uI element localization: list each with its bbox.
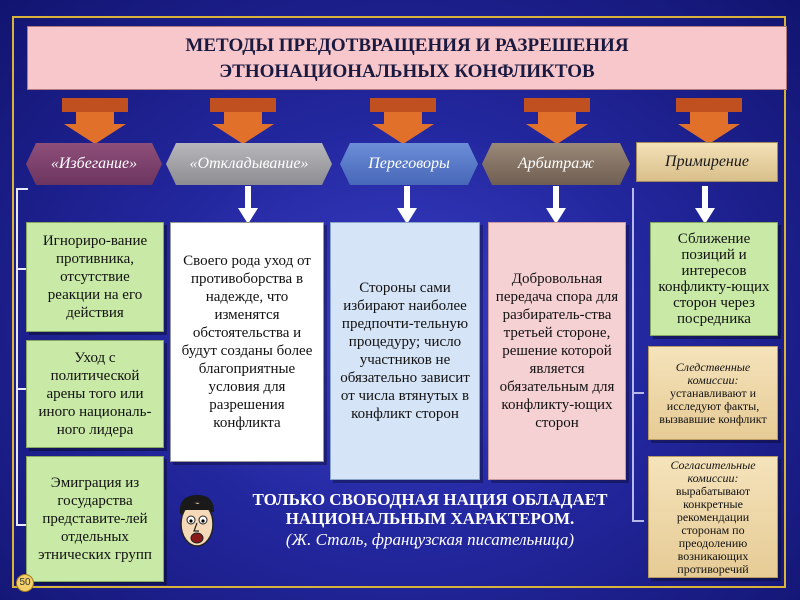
page-title: МЕТОДЫ ПРЕДОТВРАЩЕНИЯ И РАЗРЕШЕНИЯ ЭТНОН… [27, 26, 787, 90]
connector-line [16, 268, 26, 270]
title-line-1: МЕТОДЫ ПРЕДОТВРАЩЕНИЯ И РАЗРЕШЕНИЯ [185, 35, 629, 56]
connector-line [632, 520, 644, 522]
avoidance-emigration-box: Эмиграция из государства представите-лей… [26, 456, 164, 582]
page-number: 50 [16, 574, 34, 592]
down-arrow-icon [676, 98, 742, 144]
down-arrow-icon [210, 98, 276, 144]
conciliation-commissions-box: Согласительные комиссии: вырабатывают ко… [648, 456, 778, 578]
connector-line [632, 392, 644, 394]
investigative-commissions-box: Следственные комиссии: устанавливают и и… [648, 346, 778, 440]
down-arrow-icon [370, 98, 436, 144]
category-avoidance: «Избегание» [26, 143, 162, 185]
down-arrow-icon [695, 186, 715, 224]
down-arrow-icon [62, 98, 128, 144]
category-reconciliation: Примирение [636, 142, 778, 182]
down-arrow-icon [238, 186, 258, 224]
slide-frame [12, 16, 786, 588]
quote-text: ТОЛЬКО СВОБОДНАЯ НАЦИЯ ОБЛАДАЕТ НАЦИОНАЛ… [252, 490, 608, 528]
category-arbitration: Арбитраж [482, 143, 630, 185]
investigative-title: Следственные комиссии: [675, 359, 751, 387]
category-negotiation: Переговоры [340, 143, 478, 185]
negotiation-box: Стороны сами избирают наиболее предпочти… [330, 222, 480, 480]
conciliation-title: Согласительные комиссии: [670, 457, 756, 485]
down-arrow-icon [397, 186, 417, 224]
face-icon [179, 494, 214, 547]
connector-line [632, 188, 634, 522]
quote-author: (Ж. Сталь, французская писательница) [285, 530, 575, 549]
investigative-text: устанавливают и исследуют факты, вызвавш… [659, 385, 767, 426]
conciliation-text: вырабатывают конкретные рекомендации сто… [675, 483, 751, 576]
reconciliation-box: Сближение позиций и интересов конфликту-… [650, 222, 778, 336]
avoidance-ignore-box: Игнориро-вание противника, отсутствие ре… [26, 222, 164, 332]
connector-line [16, 524, 26, 526]
avoidance-leave-box: Уход с политической арены того или иного… [26, 340, 164, 448]
quote-block: ТОЛЬКО СВОБОДНАЯ НАЦИЯ ОБЛАДАЕТ НАЦИОНАЛ… [250, 490, 610, 549]
arbitration-box: Добровольная передача спора для разбират… [488, 222, 626, 480]
connector-line [16, 388, 26, 390]
down-arrow-icon [524, 98, 590, 144]
category-postponement: «Откладывание» [166, 143, 332, 185]
connector-line [16, 188, 28, 190]
postponement-box: Своего рода уход от противоборства в над… [170, 222, 324, 462]
title-line-2: ЭТНОНАЦИОНАЛЬНЫХ КОНФЛИКТОВ [219, 61, 595, 82]
connector-line [16, 188, 18, 526]
down-arrow-icon [546, 186, 566, 224]
